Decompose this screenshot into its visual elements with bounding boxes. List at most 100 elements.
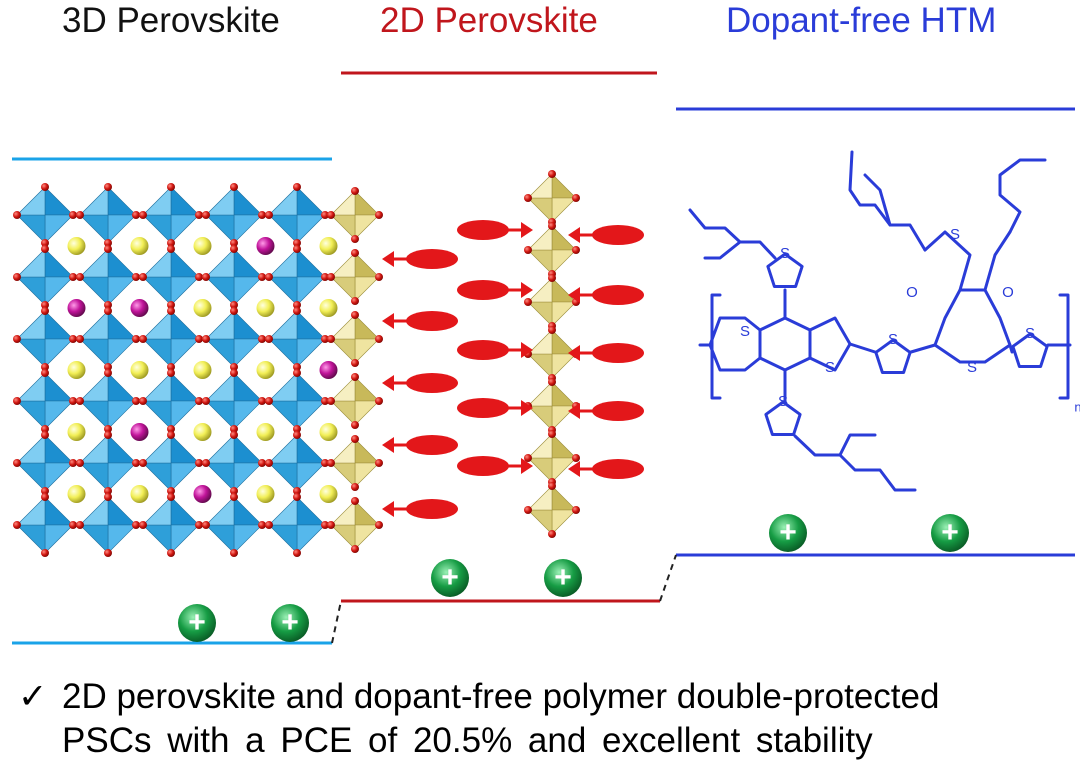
octahedron-face [551, 353, 577, 379]
halide-atom [230, 425, 238, 433]
halide-atom [258, 397, 266, 405]
octahedron-face [527, 485, 553, 511]
octahedron-3d [205, 496, 263, 554]
octahedron-face [16, 462, 46, 492]
halide-atom [572, 454, 580, 462]
halide-atom [351, 235, 359, 243]
octahedron-face [142, 276, 172, 306]
halide-atom [139, 521, 147, 529]
halide-atom [230, 493, 238, 501]
halide-atom [375, 273, 383, 281]
halide-atom [13, 335, 21, 343]
octahedron-face [551, 509, 577, 535]
octahedron-face [527, 509, 553, 535]
arrow-head [521, 282, 533, 298]
octahedron-face [107, 400, 137, 430]
octahedron-face [233, 524, 263, 554]
octahedron-face [107, 434, 137, 464]
octahedron-face [527, 173, 553, 199]
halide-atom [41, 493, 49, 501]
halide-atom [258, 211, 266, 219]
octahedron-face [170, 338, 200, 368]
octahedron-face [170, 434, 200, 464]
hole: + [769, 514, 807, 552]
octahedron-face [551, 277, 577, 303]
octahedron-3d [16, 434, 74, 492]
octahedron-face [16, 214, 46, 244]
arrow-left [568, 459, 644, 479]
halide-atom [258, 459, 266, 467]
sulfur-label: S [967, 359, 977, 376]
octahedron-face [205, 214, 235, 244]
octahedron-face [44, 276, 74, 306]
octahedron-face [142, 434, 172, 464]
octahedron-3d [205, 248, 263, 306]
halide-atom [230, 549, 238, 557]
halide-atom [132, 335, 140, 343]
a-cation-magenta [130, 423, 149, 441]
octahedron-face [527, 457, 553, 483]
octahedron-face [107, 524, 137, 554]
octahedron-face [44, 248, 74, 278]
halide-atom [69, 521, 77, 529]
arrow-head [521, 458, 533, 474]
arrow-head [568, 227, 580, 243]
halide-atom [351, 311, 359, 319]
octahedron-face [79, 310, 109, 340]
octahedron-face [142, 524, 172, 554]
halide-atom [69, 335, 77, 343]
octahedron-face [330, 500, 356, 526]
halide-atom [548, 530, 556, 538]
halide-atom [548, 326, 556, 334]
octahedron-face [296, 338, 326, 368]
octahedron-face [44, 338, 74, 368]
octahedron-face [170, 400, 200, 430]
hole-sphere [271, 604, 309, 642]
perovskite-2d-layers [327, 170, 644, 553]
octahedron-face [142, 338, 172, 368]
octahedron-face [170, 310, 200, 340]
halide-atom [351, 187, 359, 195]
octahedron-face [16, 310, 46, 340]
halide-atom [69, 273, 77, 281]
octahedron-3d [142, 186, 200, 244]
halide-atom [13, 521, 21, 529]
halide-atom [41, 301, 49, 309]
octahedron-face [330, 338, 356, 364]
octahedron-face [170, 524, 200, 554]
octahedron-face [330, 400, 356, 426]
octahedron-3d [205, 186, 263, 244]
octahedron-face [44, 186, 74, 216]
octahedron-face [205, 524, 235, 554]
octahedron-face [170, 372, 200, 402]
halide-atom [167, 487, 175, 495]
halide-atom [524, 506, 532, 514]
arrow-head [568, 287, 580, 303]
halide-atom [195, 459, 203, 467]
hole-sphere [769, 514, 807, 552]
octahedron-face [142, 496, 172, 526]
halide-atom [351, 249, 359, 257]
energy-level-lines [12, 71, 1075, 645]
octahedron-face [527, 353, 553, 379]
octahedron-face [205, 248, 235, 278]
octahedron-face [296, 186, 326, 216]
halide-atom [230, 307, 238, 315]
halide-atom [524, 194, 532, 202]
halide-atom [293, 369, 301, 377]
bracket-left [710, 293, 722, 400]
octahedron-face [205, 310, 235, 340]
octahedron-face [205, 400, 235, 430]
bond [848, 342, 877, 354]
octahedron-face [354, 314, 380, 340]
halide-atom [167, 183, 175, 191]
halide-atom [195, 397, 203, 405]
octahedron-face [205, 496, 235, 526]
octahedron-3d [142, 310, 200, 368]
octahedron-3d [205, 310, 263, 368]
octahedron-3d [16, 372, 74, 430]
octahedron-face [170, 496, 200, 526]
octahedron-face [170, 186, 200, 216]
a-cation-yellow [67, 423, 86, 441]
bdt-core [708, 316, 812, 372]
